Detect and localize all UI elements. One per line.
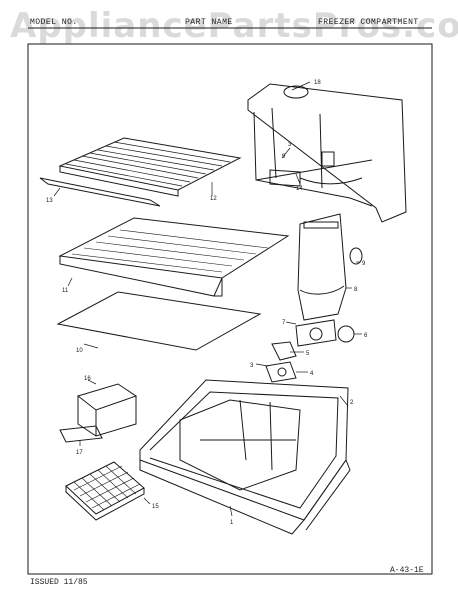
callout-11: 11 — [62, 288, 69, 294]
header-model-no: MODEL NO. — [30, 18, 78, 27]
callout-9: 9 — [362, 261, 366, 267]
shelf-cover-panel — [56, 291, 262, 351]
callout-13: 13 — [46, 198, 53, 204]
callout-7: 7 — [282, 320, 286, 326]
watermark: AppliancePartsPros.com — [10, 6, 458, 46]
wire-shelf-upper — [58, 137, 242, 197]
callout-15: 15 — [152, 504, 159, 510]
callout-14: 14 — [296, 186, 303, 192]
crisper-pan — [76, 383, 138, 437]
callout-3-lower: 3 — [250, 363, 254, 369]
callout-16: 16 — [84, 376, 91, 382]
freezer-cabinet — [247, 83, 407, 223]
callout-5: 5 — [306, 351, 310, 357]
freezer-liner — [139, 379, 351, 535]
callout-3-upper: 3 — [288, 142, 292, 148]
fan-motor-assembly — [265, 319, 355, 383]
shelf-trim-strip — [39, 177, 161, 207]
callout-17: 17 — [76, 450, 83, 456]
callout-2: 2 — [350, 400, 354, 406]
glass-shelf — [58, 217, 290, 297]
issued-date: ISSUED 11/85 — [30, 578, 88, 587]
callout-1: 1 — [230, 520, 234, 526]
pan-slide — [59, 425, 103, 443]
callout-10: 10 — [76, 348, 83, 354]
callout-18: 18 — [314, 80, 321, 86]
callout-9-upper: 9 — [282, 154, 286, 160]
callout-6: 6 — [364, 333, 368, 339]
header-section-title: FREEZER COMPARTMENT — [318, 18, 419, 27]
callout-8: 8 — [354, 287, 358, 293]
ice-cube-tray — [65, 461, 145, 521]
callout-12: 12 — [210, 196, 217, 202]
evaporator-cover — [297, 213, 363, 321]
callout-4: 4 — [310, 371, 314, 377]
header-part-name: PART NAME — [185, 18, 233, 27]
page-code: A-43-1E — [390, 566, 424, 575]
